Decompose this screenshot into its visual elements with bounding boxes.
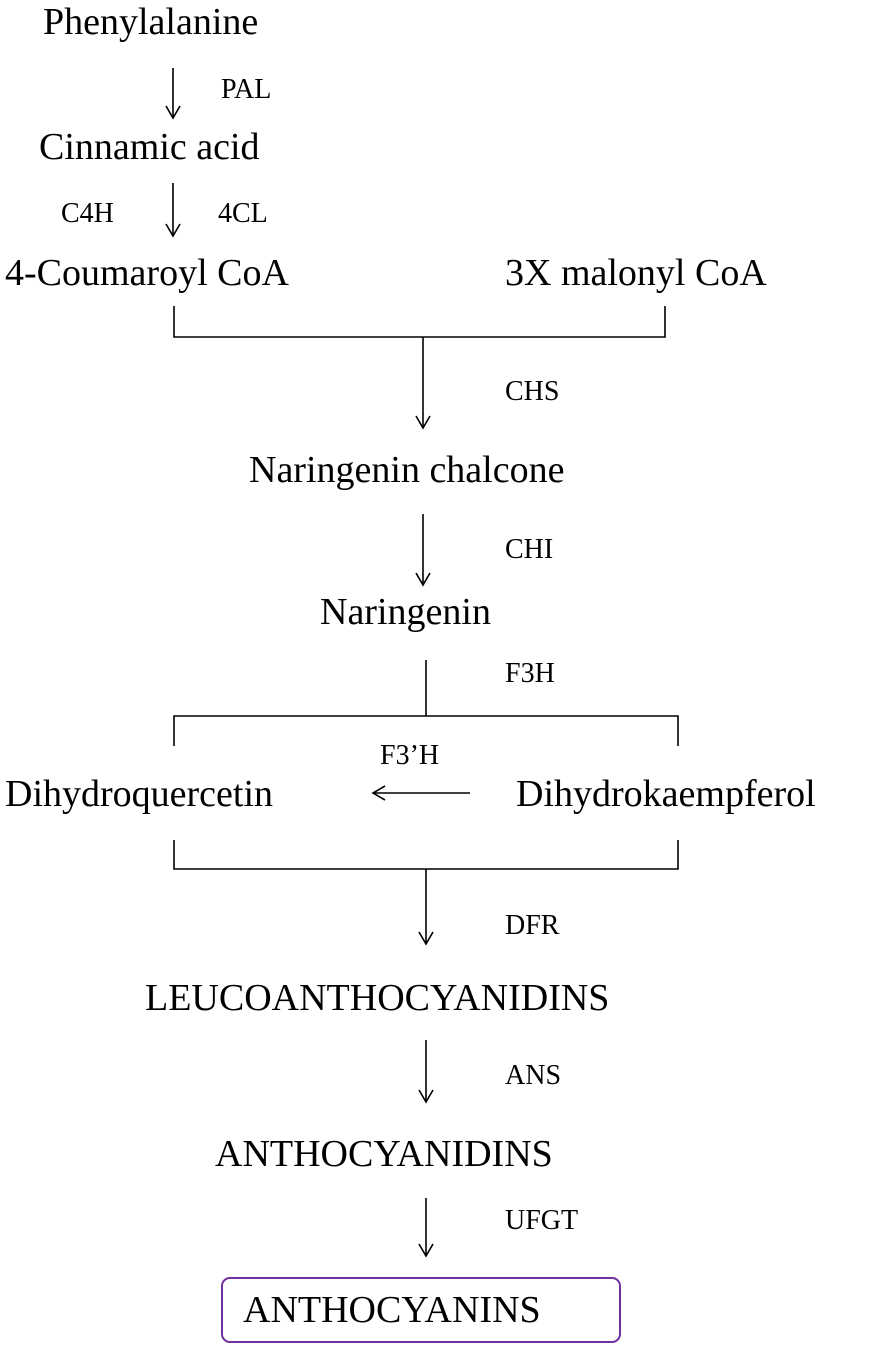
compound-dihydroquercetin: Dihydroquercetin xyxy=(5,773,274,815)
arrowhead-ufgt xyxy=(418,1243,434,1258)
compound-malonyl-coa: 3X malonyl CoA xyxy=(505,252,767,294)
bracket-coa-join xyxy=(173,306,666,338)
bracket-f3h-split xyxy=(173,715,679,746)
enzyme-4cl: 4CL xyxy=(218,198,268,229)
bracket-dfr-join xyxy=(173,840,679,870)
enzyme-chs: CHS xyxy=(505,376,560,407)
enzyme-pal: PAL xyxy=(221,74,272,105)
enzyme-ufgt: UFGT xyxy=(505,1205,579,1236)
enzyme-dfr: DFR xyxy=(505,910,560,941)
anthocyanins-highlight-box xyxy=(221,1277,621,1343)
enzyme-chi: CHI xyxy=(505,534,554,565)
compound-anthocyanidins: ANTHOCYANIDINS xyxy=(215,1133,553,1175)
arrowhead-chi xyxy=(415,572,431,587)
compound-leucoanthocyanidins: LEUCOANTHOCYANIDINS xyxy=(145,977,610,1019)
enzyme-f3h: F3H xyxy=(505,658,555,689)
arrowhead-pal xyxy=(165,105,181,120)
arrowhead-c4h-4cl xyxy=(165,223,181,238)
arrowhead-ans xyxy=(418,1089,434,1104)
arrowhead-chs xyxy=(415,415,431,430)
arrowhead-dfr xyxy=(418,931,434,946)
enzyme-ans: ANS xyxy=(505,1060,562,1091)
compound-4-coumaroyl-coa: 4-Coumaroyl CoA xyxy=(5,252,289,294)
compound-naringenin: Naringenin xyxy=(320,591,491,633)
enzyme-f3ph: F3’H xyxy=(380,740,440,771)
compound-phenylalanine: Phenylalanine xyxy=(43,1,259,43)
compound-naringenin-chalcone: Naringenin chalcone xyxy=(249,449,565,491)
arrowhead-f3ph xyxy=(371,785,386,801)
compound-dihydrokaempferol: Dihydrokaempferol xyxy=(516,773,816,815)
enzyme-c4h: C4H xyxy=(61,198,114,229)
compound-cinnamic-acid: Cinnamic acid xyxy=(39,126,260,168)
compound-anthocyanins: ANTHOCYANINS xyxy=(243,1289,541,1331)
